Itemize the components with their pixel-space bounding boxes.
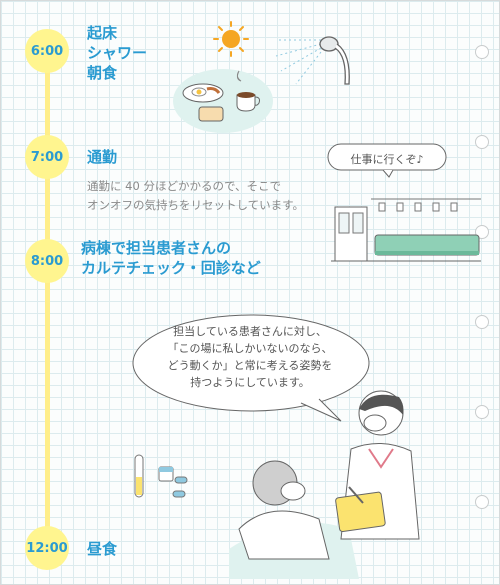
nurse-icon [229,390,420,579]
nurse-bubble-text: 担当している患者さんに対し、 「この場に私しかいないのなら、 どう動くか」と常に… [167,325,333,389]
shower-icon [275,36,350,85]
time-badge-7: 7:00 [25,135,69,179]
breakfast-icon [173,69,273,133]
binder-hole [475,45,489,59]
train-icon [331,198,481,262]
binder-hole [475,135,489,149]
heading-rounds: 病棟で担当患者さんの カルテチェック・回診など [81,239,261,277]
sun-icon [213,21,249,57]
nurse-speech-bubble [132,314,370,422]
heading-wakeup: 起床 シャワー 朝食 [87,24,148,82]
commute-bubble-text: 仕事に行くぞ♪ [350,153,424,166]
time-badge-6: 6:00 [25,29,69,73]
time-badge-12: 12:00 [25,526,69,570]
commute-description: 通勤に 40 分ほどかかるので、そこで オンオフの気持ちをリセットしています。 [87,179,305,212]
time-badge-8: 8:00 [25,239,69,283]
binder-hole [475,315,489,329]
commute-speech-bubble [327,143,447,178]
binder-hole [475,405,489,419]
timeline-line [45,41,50,551]
heading-commute: 通勤 [87,148,118,166]
heading-lunch: 昼食 [87,540,118,558]
binder-hole [475,495,489,509]
medicine-icon [134,454,188,498]
